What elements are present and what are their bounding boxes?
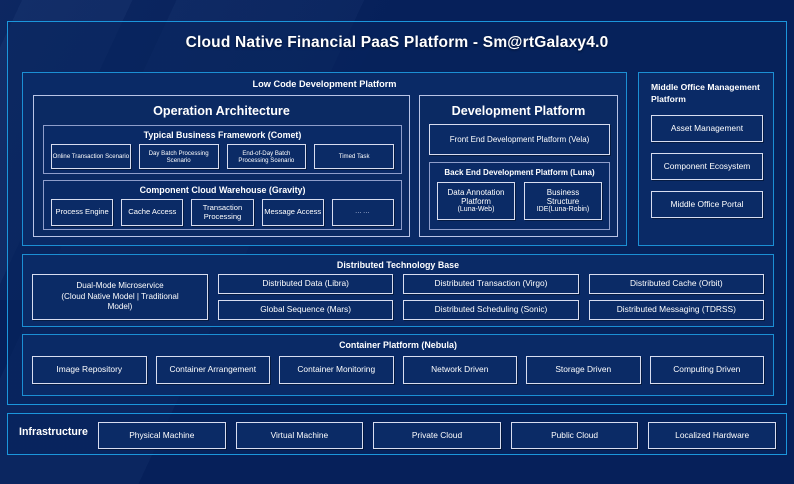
business-structure-line1: Business (546, 187, 580, 197)
container-platform-title: Container Platform (Nebula) (339, 340, 457, 350)
middle-office-management-platform-panel: Middle Office Management Platform Asset … (638, 72, 774, 246)
dual-mode-line3: Model) (107, 302, 133, 312)
middle-office-item-asset-management[interactable]: Asset Management (651, 115, 763, 142)
infrastructure-item-physical-machine[interactable]: Physical Machine (98, 422, 226, 449)
dtb-item-distributed-data[interactable]: Distributed Data (Libra) (218, 274, 394, 294)
middle-office-platform-title: Middle Office Management Platform (651, 82, 760, 104)
back-end-items: Data Annotation Platform (Luna-Web) Busi… (437, 182, 602, 220)
infrastructure-item-localized-hardware[interactable]: Localized Hardware (648, 422, 776, 449)
container-item-container-arrangement[interactable]: Container Arrangement (155, 356, 270, 384)
back-end-item-business-structure-ide[interactable]: Business Structure IDE(Luna-Robin) (524, 182, 602, 220)
distributed-technology-base-body: Dual-Mode Microservice (Cloud Native Mod… (32, 274, 764, 320)
development-platform-panel: Development Platform Front End Developme… (419, 95, 618, 237)
component-cloud-warehouse-items: Process Engine Cache Access Transaction … (51, 199, 395, 226)
infrastructure-item-private-cloud[interactable]: Private Cloud (373, 422, 501, 449)
container-item-storage-driven[interactable]: Storage Driven (526, 356, 641, 384)
dtb-item-distributed-cache[interactable]: Distributed Cache (Orbit) (588, 274, 764, 294)
container-item-computing-driven[interactable]: Computing Driven (649, 356, 764, 384)
page-title: Cloud Native Financial PaaS Platform - S… (185, 34, 609, 51)
dtb-item-distributed-scheduling[interactable]: Distributed Scheduling (Sonic) (403, 300, 579, 320)
infrastructure-item-virtual-machine[interactable]: Virtual Machine (235, 422, 364, 449)
framework-item-online-transaction[interactable]: Online Transaction Scenario (51, 144, 131, 169)
back-end-development-platform-title: Back End Development Platform (Luna) (444, 168, 595, 177)
low-code-development-platform-panel: Low Code Development Platform Operation … (22, 72, 627, 246)
operation-architecture-title: Operation Architecture (153, 104, 290, 118)
infrastructure-item-public-cloud[interactable]: Public Cloud (510, 422, 639, 449)
back-end-item-data-annotation-platform[interactable]: Data Annotation Platform (Luna-Web) (437, 182, 515, 220)
infrastructure-label: Infrastructure (19, 426, 88, 438)
warehouse-item-transaction-processing[interactable]: Transaction Processing (191, 199, 254, 226)
low-code-platform-title: Low Code Development Platform (252, 79, 397, 89)
data-annotation-line2: Platform (461, 196, 491, 206)
dual-mode-line2: (Cloud Native Model | Traditional (61, 291, 179, 301)
typical-business-framework-title: Typical Business Framework (Comet) (143, 130, 302, 140)
framework-item-end-of-day-batch[interactable]: End-of-Day Batch Processing Scenario (226, 144, 307, 169)
infrastructure-panel: Infrastructure Physical Machine Virtual … (7, 413, 787, 455)
dtb-item-global-sequence[interactable]: Global Sequence (Mars) (218, 300, 394, 320)
warehouse-item-message-access[interactable]: Message Access (261, 199, 324, 226)
framework-item-day-batch[interactable]: Day Batch Processing Scenario (138, 144, 219, 169)
container-item-network-driven[interactable]: Network Driven (402, 356, 517, 384)
dtb-items-grid: Distributed Data (Libra) Distributed Tra… (218, 274, 764, 320)
dtb-item-dual-mode-microservice[interactable]: Dual-Mode Microservice (Cloud Native Mod… (32, 274, 208, 320)
dual-mode-line1: Dual-Mode Microservice (76, 280, 164, 290)
platform-main-frame: Cloud Native Financial PaaS Platform - S… (7, 21, 787, 405)
data-annotation-line1: Data Annotation (447, 187, 505, 197)
business-structure-line3: IDE(Luna-Robin) (536, 206, 590, 214)
business-structure-line2: Structure (546, 196, 580, 206)
container-platform-items: Image Repository Container Arrangement C… (32, 356, 764, 384)
middle-office-item-component-ecosystem[interactable]: Component Ecosystem (651, 153, 763, 180)
component-cloud-warehouse-title: Component Cloud Warehouse (Gravity) (139, 185, 306, 195)
dtb-item-distributed-messaging[interactable]: Distributed Messaging (TDRSS) (588, 300, 764, 320)
distributed-technology-base-title: Distributed Technology Base (336, 260, 460, 270)
front-end-development-platform-item[interactable]: Front End Development Platform (Vela) (429, 124, 610, 155)
warehouse-item-process-engine[interactable]: Process Engine (51, 199, 114, 226)
container-platform-panel: Container Platform (Nebula) Image Reposi… (22, 334, 774, 396)
component-cloud-warehouse-group: Component Cloud Warehouse (Gravity) Proc… (43, 180, 402, 230)
typical-business-framework-group: Typical Business Framework (Comet) Onlin… (43, 125, 402, 174)
dtb-item-distributed-transaction[interactable]: Distributed Transaction (Virgo) (403, 274, 579, 294)
container-item-container-monitoring[interactable]: Container Monitoring (279, 356, 394, 384)
framework-item-timed-task[interactable]: Timed Task (314, 144, 394, 169)
operation-architecture-panel: Operation Architecture Typical Business … (33, 95, 410, 237)
distributed-technology-base-panel: Distributed Technology Base Dual-Mode Mi… (22, 254, 774, 327)
development-platform-title: Development Platform (451, 104, 586, 118)
data-annotation-line3: (Luna-Web) (457, 206, 495, 214)
typical-business-framework-items: Online Transaction Scenario Day Batch Pr… (51, 144, 394, 169)
middle-office-items: Asset Management Component Ecosystem Mid… (651, 115, 763, 218)
infrastructure-items: Physical Machine Virtual Machine Private… (98, 422, 776, 449)
container-item-image-repository[interactable]: Image Repository (32, 356, 147, 384)
middle-office-item-middle-office-portal[interactable]: Middle Office Portal (651, 191, 763, 218)
warehouse-item-more-ellipsis[interactable]: …… (331, 199, 395, 226)
back-end-development-platform-group: Back End Development Platform (Luna) Dat… (429, 162, 610, 230)
warehouse-item-cache-access[interactable]: Cache Access (121, 199, 184, 226)
